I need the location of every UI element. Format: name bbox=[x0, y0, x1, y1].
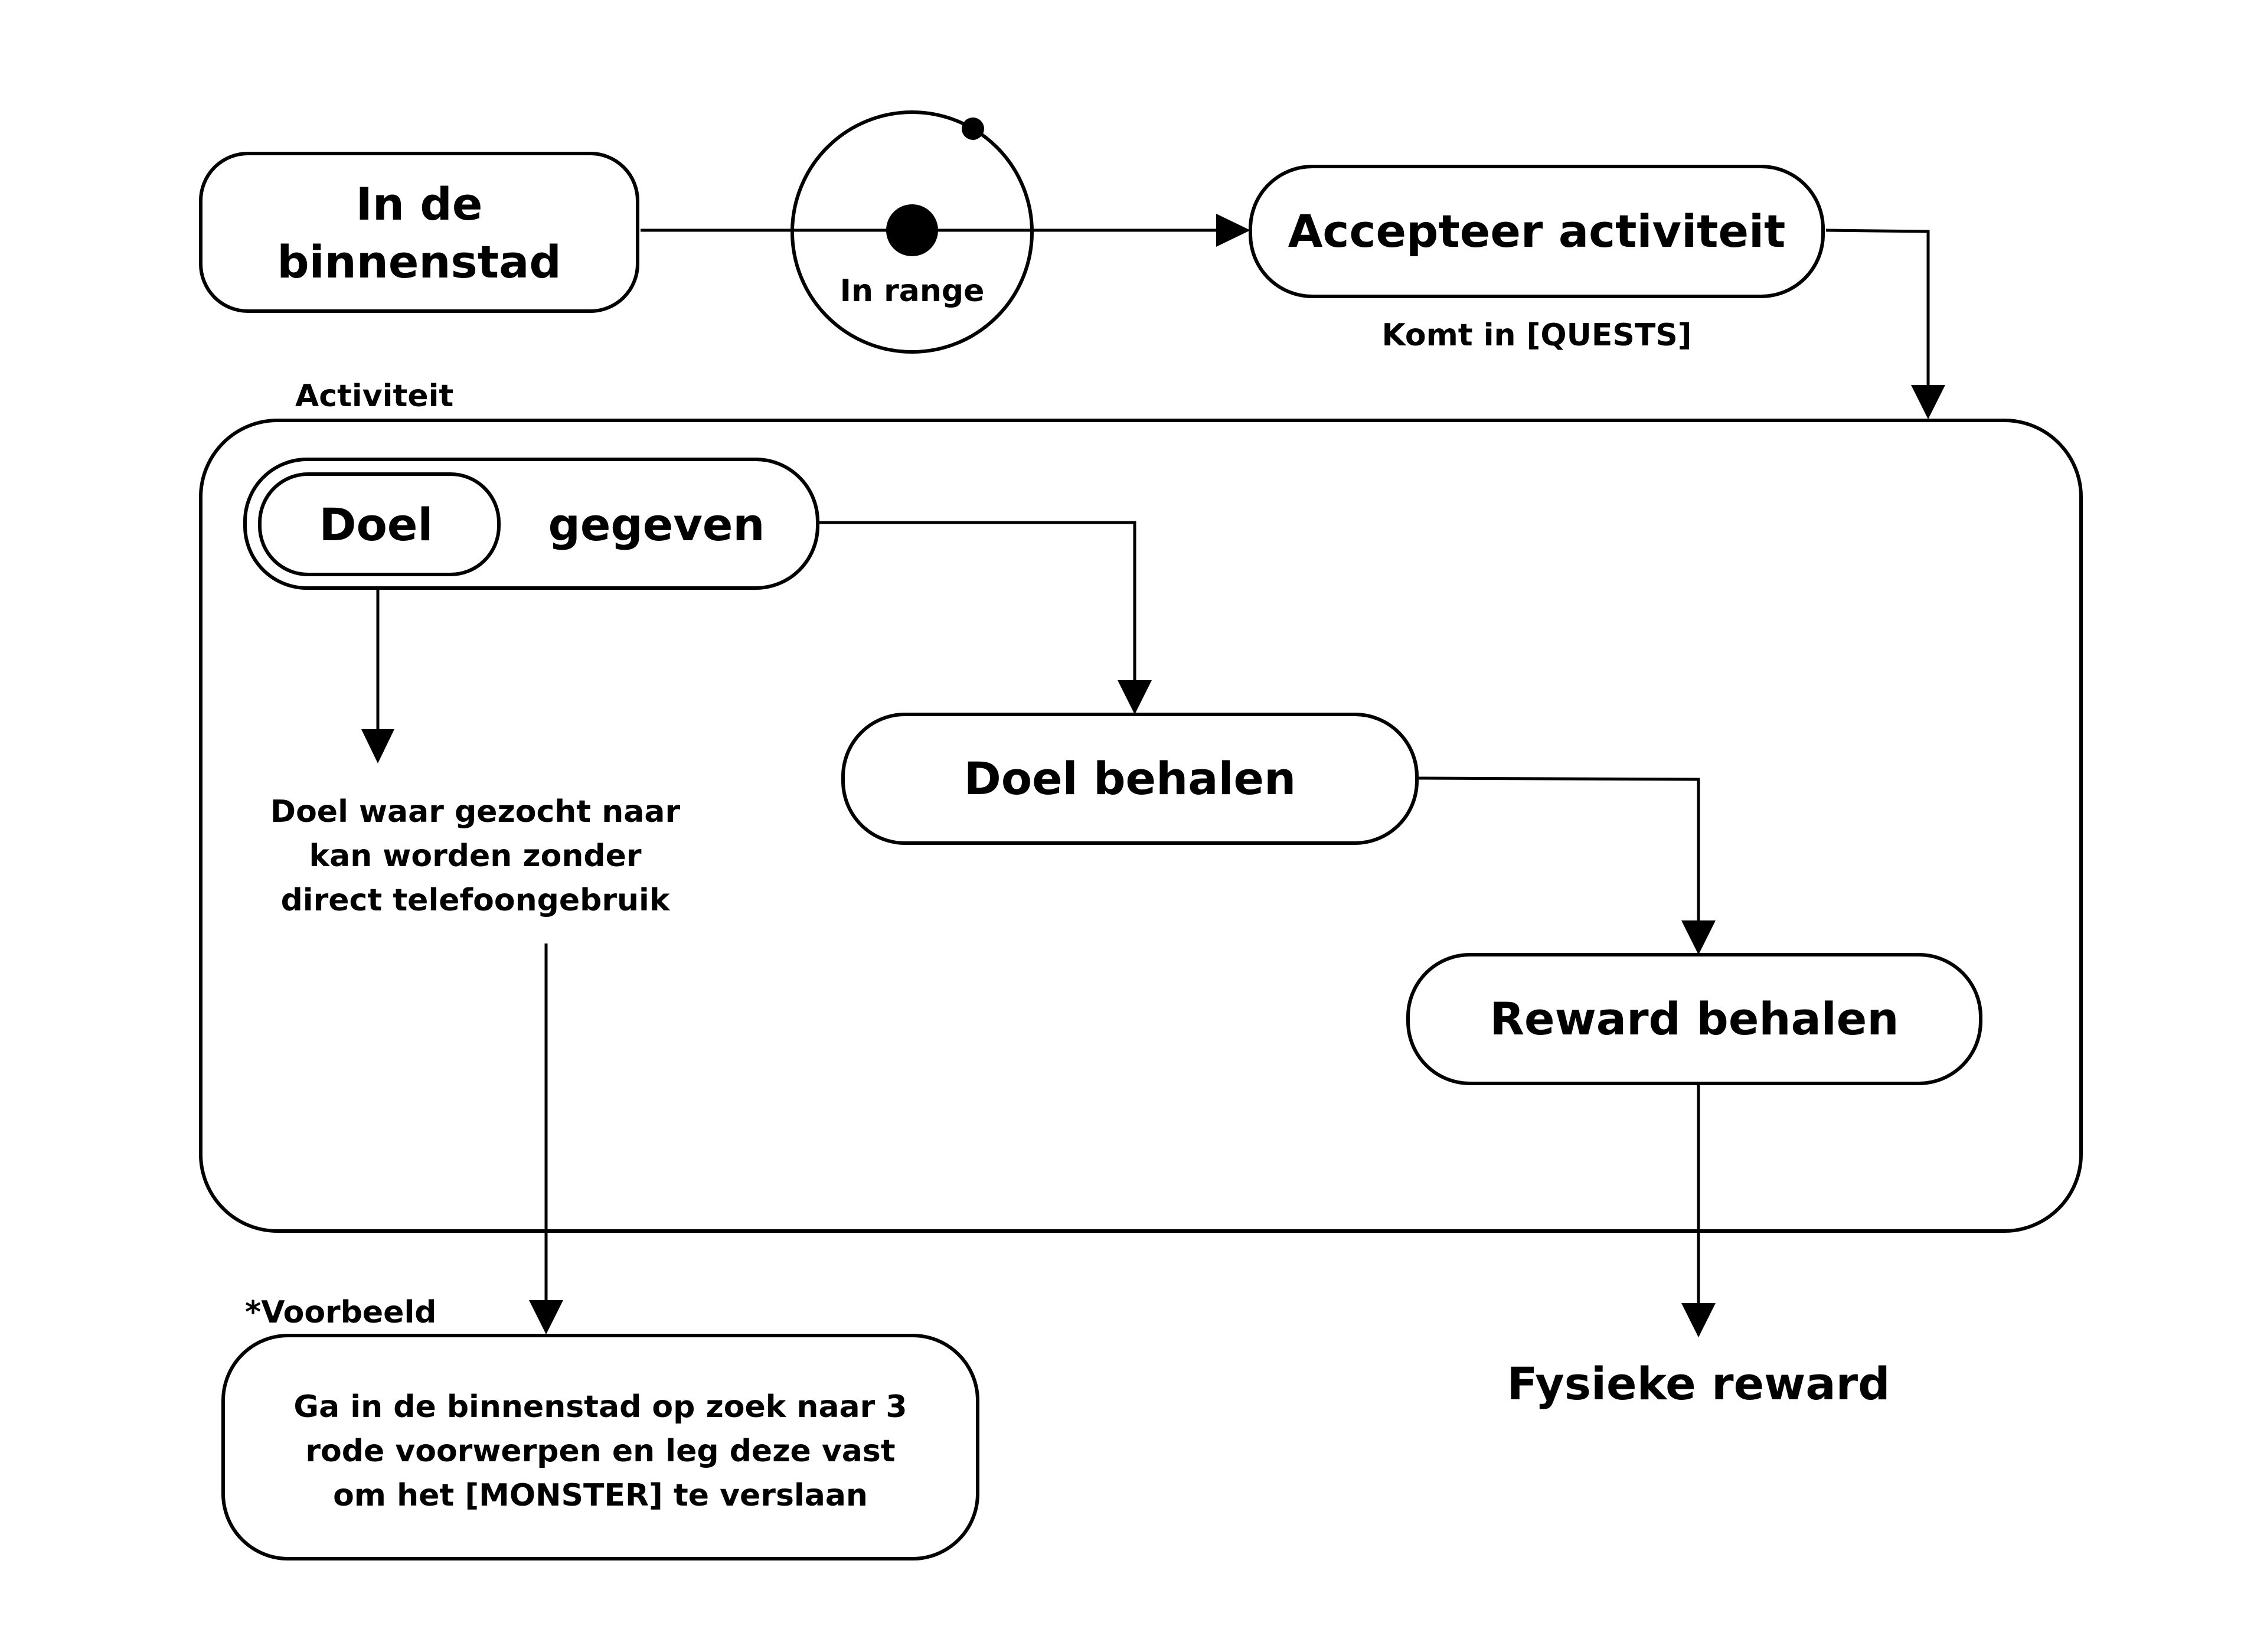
range-marker-dot bbox=[962, 117, 984, 140]
accept-note: Komt in [QUESTS] bbox=[1381, 318, 1691, 353]
goal-description-line2: kan worden zonder bbox=[309, 838, 642, 874]
arrowhead-example bbox=[529, 1300, 563, 1334]
arrowhead-physical bbox=[1681, 1303, 1716, 1337]
goal-description-line3: direct telefoongebruik bbox=[281, 883, 671, 918]
physical-reward-label: Fysieke reward bbox=[1507, 1357, 1890, 1410]
achieve-goal-node: Doel behalen bbox=[841, 713, 1419, 845]
goal-description: Doel waar gezocht naar kan worden zonder… bbox=[270, 794, 681, 918]
connector-accept-to-activity bbox=[1825, 228, 1930, 390]
start-node: In de binnenstad bbox=[199, 152, 639, 313]
goal-description-line1: Doel waar gezocht naar bbox=[270, 794, 681, 830]
start-label-line2: binnenstad bbox=[277, 236, 561, 288]
activity-label: Activiteit bbox=[295, 378, 453, 414]
example-line2: rode voorwerpen en leg deze vast bbox=[305, 1434, 895, 1469]
arrowhead-achieve-goal bbox=[1118, 680, 1152, 714]
initial-state-dot bbox=[886, 204, 938, 256]
goal-label: gegeven bbox=[548, 498, 765, 551]
accept-label: Accepteer activiteit bbox=[1288, 205, 1786, 257]
activity-container bbox=[199, 419, 2083, 1233]
range-circle bbox=[790, 110, 1034, 354]
example-line1: Ga in de binnenstad op zoek naar 3 bbox=[293, 1389, 907, 1425]
goal-inner-label: Doel bbox=[319, 498, 433, 551]
goal-given-node: Doel gegeven bbox=[243, 458, 819, 590]
accept-node: Accepteer activiteit bbox=[1249, 165, 1825, 298]
arrowhead-activity bbox=[1911, 385, 1945, 419]
range-event: In range bbox=[790, 110, 1034, 354]
example-node: Ga in de binnenstad op zoek naar 3 rode … bbox=[221, 1334, 979, 1560]
arrowhead-accept bbox=[1216, 214, 1250, 247]
connector-achieve-to-reward bbox=[1416, 776, 1700, 926]
example-title: *Voorbeeld bbox=[245, 1295, 437, 1330]
range-label: In range bbox=[840, 273, 985, 309]
connector-goal-to-achieve bbox=[818, 521, 1136, 685]
start-label-line1: In de bbox=[356, 178, 483, 230]
achieve-reward-label: Reward behalen bbox=[1490, 992, 1899, 1045]
achieve-goal-label: Doel behalen bbox=[964, 752, 1296, 805]
achieve-reward-node: Reward behalen bbox=[1406, 953, 1982, 1085]
arrowhead-reward bbox=[1681, 920, 1716, 955]
example-line3: om het [MONSTER] te verslaan bbox=[333, 1478, 868, 1513]
arrowhead-description bbox=[361, 729, 394, 763]
